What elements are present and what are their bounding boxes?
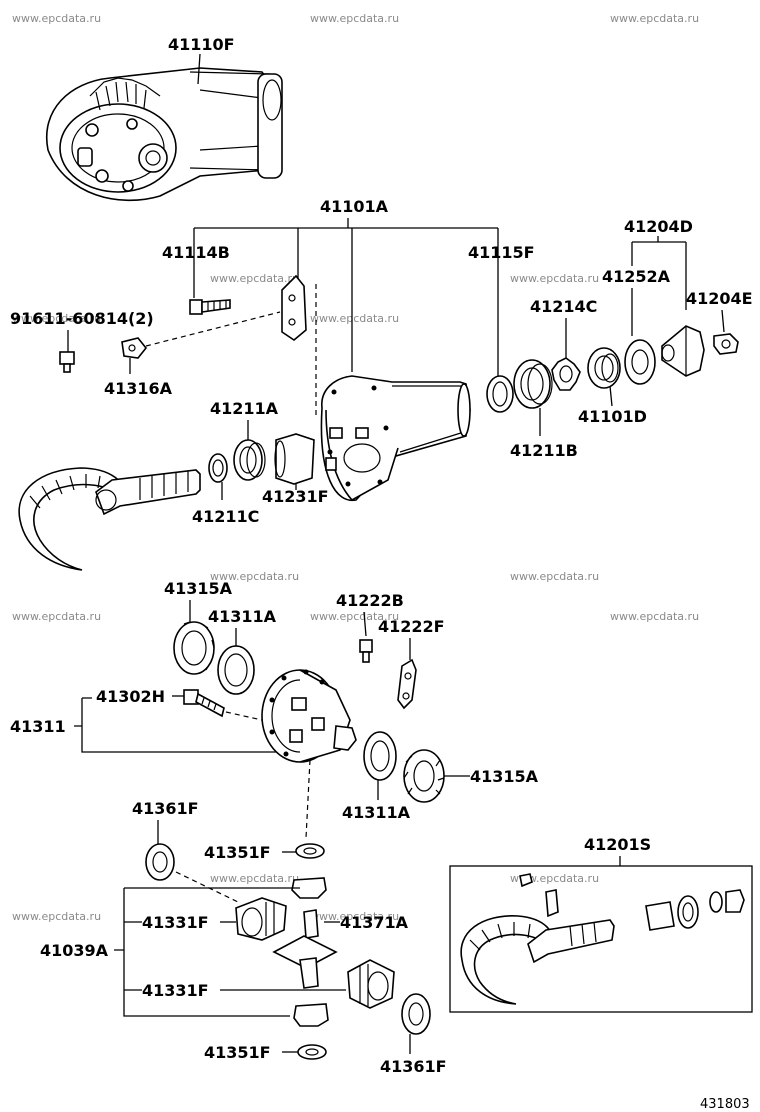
label-41204D: 41204D	[624, 217, 693, 236]
watermark: www.epcdata.ru	[610, 12, 699, 25]
figure-code: 431803	[700, 1097, 750, 1112]
label-41231F: 41231F	[262, 487, 329, 506]
label-41331F-bottom: 41331F	[142, 981, 209, 1000]
nut-41204E-drawing	[713, 333, 739, 355]
watermark: www.epcdata.ru	[12, 910, 101, 923]
bearing-41101D-drawing	[587, 347, 621, 389]
label-41211A: 41211A	[210, 399, 279, 418]
label-41101A: 41101A	[320, 197, 389, 216]
pinion-gear-top-drawing	[291, 877, 327, 899]
label-41039A: 41039A	[40, 941, 109, 960]
label-41316A: 41316A	[104, 379, 173, 398]
watermark: www.epcdata.ru	[210, 570, 299, 583]
label-41361F-bottom: 41361F	[380, 1057, 447, 1076]
bearing-41315A-top-drawing	[173, 621, 215, 675]
lock-plate-41222F-drawing	[397, 658, 417, 710]
label-41311A-bottom: 41311A	[342, 803, 411, 822]
watermark: www.epcdata.ru	[210, 872, 299, 885]
bolt-41302H-drawing	[183, 689, 225, 718]
label-91611-60814: 91611-60814(2)	[10, 309, 154, 328]
label-41211C: 41211C	[192, 507, 259, 526]
seal-41115F-drawing	[486, 375, 514, 413]
carrier-housing-drawing	[320, 375, 471, 502]
bearing-cup-41311A-bottom-drawing	[363, 731, 397, 781]
watermark: www.epcdata.ru	[310, 610, 399, 623]
watermark: www.epcdata.ru	[510, 570, 599, 583]
washer-41214C-drawing	[551, 357, 581, 391]
side-gear-41331F-top-drawing	[235, 897, 287, 941]
lock-plate-41316A-drawing	[121, 337, 148, 359]
label-41351F-bottom: 41351F	[204, 1043, 271, 1062]
label-41214C: 41214C	[530, 297, 597, 316]
label-41114B: 41114B	[162, 243, 230, 262]
watermark: www.epcdata.ru	[12, 12, 101, 25]
pinion-gear-bottom-drawing	[293, 1003, 329, 1027]
label-41252A: 41252A	[602, 267, 671, 286]
label-41315A-right: 41315A	[470, 767, 539, 786]
ring-gear-pinion-drawing	[18, 467, 201, 571]
thrust-washer-41351F-top-drawing	[295, 843, 325, 859]
pinion-shaft-41371A-drawing	[272, 909, 338, 989]
bearing-41211B-drawing	[513, 359, 553, 409]
bolt-91611-drawing	[59, 351, 75, 373]
bearing-cup-41311A-top-drawing	[217, 645, 255, 695]
bearing-41211A-drawing	[233, 439, 266, 481]
differential-case-drawing	[261, 669, 357, 763]
carrier-assembly-drawing	[45, 67, 283, 202]
flange-41204D-drawing	[661, 325, 705, 377]
label-41101D: 41101D	[578, 407, 647, 426]
side-gear-41331F-bottom-drawing	[347, 959, 395, 1009]
label-41201S: 41201S	[584, 835, 651, 854]
label-41222B: 41222B	[336, 591, 404, 610]
label-41115F: 41115F	[468, 243, 535, 262]
label-41222F: 41222F	[378, 617, 445, 636]
label-41311A-top: 41311A	[208, 607, 277, 626]
label-41302H: 41302H	[96, 687, 165, 706]
label-41331F-top: 41331F	[142, 913, 209, 932]
retainer-plate-drawing	[281, 274, 307, 341]
label-41371A: 41371A	[340, 913, 409, 932]
ring-pinion-set-drawing	[460, 873, 745, 1005]
watermark: www.epcdata.ru	[310, 12, 399, 25]
label-41211B: 41211B	[510, 441, 578, 460]
bolt-41222B-drawing	[359, 639, 373, 663]
watermark: www.epcdata.ru	[12, 610, 101, 623]
watermarks: www.epcdata.ru www.epcdata.ru www.epcdat…	[12, 12, 699, 923]
washer-41252A-drawing	[624, 339, 656, 385]
label-41315A-top: 41315A	[164, 579, 233, 598]
watermark: www.epcdata.ru	[310, 312, 399, 325]
label-41311: 41311	[10, 717, 66, 736]
label-41351F-top: 41351F	[204, 843, 271, 862]
label-41361F-top: 41361F	[132, 799, 199, 818]
label-41204E: 41204E	[686, 289, 753, 308]
ring-pinion-set-box	[449, 865, 753, 1013]
watermark: www.epcdata.ru	[210, 272, 299, 285]
watermark: www.epcdata.ru	[310, 910, 399, 923]
bearing-41315A-right-drawing	[403, 749, 445, 803]
shim-41211C-drawing	[208, 453, 228, 483]
watermark: www.epcdata.ru	[610, 610, 699, 623]
label-41110F: 41110F	[168, 35, 235, 54]
thrust-washer-41351F-bottom-drawing	[297, 1044, 327, 1060]
thrust-washer-41361F-top-drawing	[145, 843, 175, 881]
watermark: www.epcdata.ru	[510, 272, 599, 285]
bolt-41114B-drawing	[189, 299, 231, 315]
thrust-washer-41361F-bottom-drawing	[401, 993, 431, 1035]
watermark: www.epcdata.ru	[12, 312, 101, 325]
spacer-41231F-drawing	[274, 433, 315, 485]
